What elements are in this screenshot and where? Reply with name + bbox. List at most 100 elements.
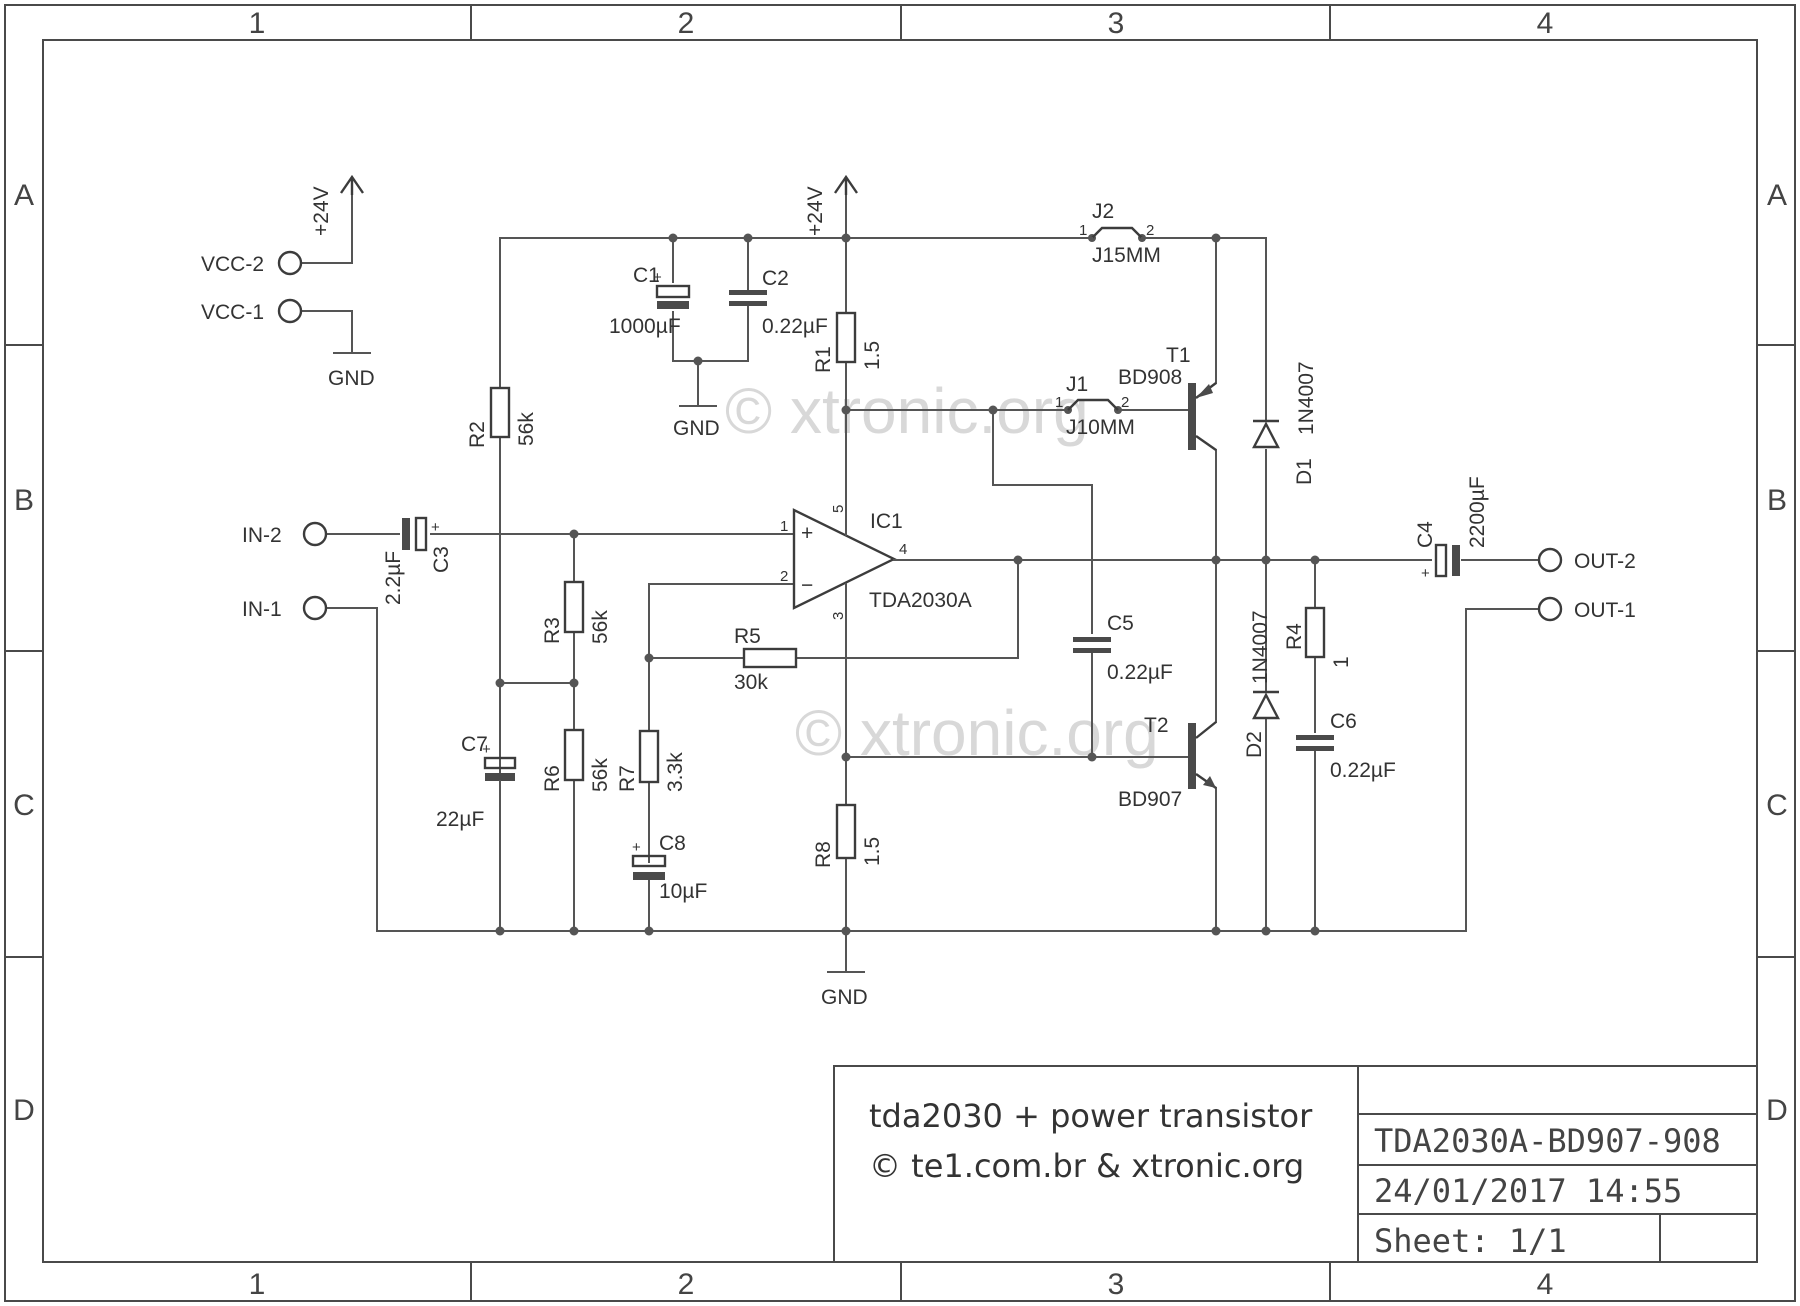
pin-number: 1 (1055, 394, 1063, 411)
component-value: 56k (589, 610, 612, 644)
connector-label: OUT-1 (1574, 599, 1636, 622)
polarity-mark: + (482, 741, 491, 758)
gnd-label: GND (673, 417, 720, 440)
component-value: 10µF (659, 880, 707, 903)
jumper-icon (1088, 226, 1146, 242)
component-ref: IC1 (870, 510, 903, 533)
resistor-body-icon (742, 647, 798, 669)
component-ref: C1 (633, 264, 660, 287)
component-value: 0.22µF (1107, 661, 1173, 684)
component-value: 0.22µF (762, 315, 828, 338)
pin-number: 2 (780, 568, 788, 585)
pin-number: 2 (1146, 222, 1154, 239)
capacitor-c4: + C4 2200µF (1414, 476, 1489, 582)
sheet-number: Sheet: 1/1 (1374, 1222, 1567, 1260)
diode-d1: D1 1N4007 (1252, 361, 1318, 485)
col-label-top: 2 (678, 7, 695, 40)
jumper-j2: 1 2 J2 J15MM (1079, 200, 1161, 267)
electrolytic-capacitor-icon (1434, 543, 1448, 578)
resistor-r3: R3 56k (541, 580, 612, 644)
component-ref: T2 (1144, 714, 1169, 737)
component-ref: D1 (1293, 458, 1316, 485)
pnp-transistor-icon (1188, 382, 1217, 451)
transistor-t1: T1 BD908 (1118, 344, 1217, 451)
row-label-right: A (1767, 179, 1787, 212)
wires (301, 192, 1539, 973)
component-ref: R6 (541, 765, 564, 792)
supply-24v-left: +24V (310, 174, 364, 236)
capacitor-icon (1073, 637, 1111, 653)
component-value: 1.5 (861, 837, 884, 866)
resistor-r5: R5 30k (734, 625, 798, 694)
row-label-left: C (13, 789, 35, 822)
resistor-r8: R8 1.5 (812, 803, 884, 868)
component-ref: J1 (1066, 373, 1088, 396)
border-row-labels: A B C D A B C D (13, 179, 1788, 1127)
col-label-bottom: 1 (249, 1268, 266, 1301)
capacitor-c1: + C1 1000µF (609, 264, 691, 338)
connector-out2[interactable]: OUT-2 (1537, 547, 1636, 573)
pin-number: 2 (1121, 394, 1129, 411)
pin-number: 4 (899, 541, 907, 558)
pin-number: 1 (780, 518, 788, 535)
row-label-left: A (14, 179, 34, 212)
connector-pad-icon (1537, 547, 1563, 573)
capacitor-c5: C5 0.22µF (1073, 612, 1173, 684)
connector-vcc1[interactable]: VCC-1 (201, 298, 303, 324)
resistor-body-icon (638, 729, 660, 784)
polarity-mark: + (1421, 565, 1430, 582)
vcc-arrow-icon (340, 174, 364, 195)
connector-in2[interactable]: IN-2 (242, 521, 328, 547)
component-value: BD908 (1118, 366, 1182, 389)
connector-label: VCC-1 (201, 301, 264, 324)
connector-pad-icon (277, 298, 303, 324)
pin-number: 5 (830, 505, 847, 513)
electrolytic-capacitor-icon (402, 518, 410, 550)
component-ref: C2 (762, 267, 789, 290)
col-label-top: 1 (249, 7, 266, 40)
component-ref: R2 (466, 421, 489, 448)
component-value: J15MM (1092, 244, 1161, 267)
row-label-left: B (14, 484, 34, 517)
col-label-bottom: 2 (678, 1268, 695, 1301)
diode-icon (1252, 419, 1280, 449)
resistor-r1: R1 1.5 (812, 311, 884, 373)
junction-dots (495, 233, 1320, 936)
connector-vcc2[interactable]: VCC-2 (201, 250, 303, 276)
electrolytic-capacitor-icon (483, 756, 517, 770)
component-value: 0.22µF (1330, 759, 1396, 782)
pin-number: 1 (1079, 222, 1087, 239)
capacitor-c2: C2 0.22µF (729, 267, 828, 338)
component-ref: R5 (734, 625, 761, 648)
component-value: 22µF (436, 808, 484, 831)
capacitor-c3: + C3 2.2µF (382, 516, 453, 605)
electrolytic-capacitor-icon (631, 854, 667, 868)
connector-out1[interactable]: OUT-1 (1537, 596, 1636, 622)
component-value: 56k (589, 758, 612, 792)
jumper-j1: 1 2 J1 J10MM (1055, 373, 1135, 439)
resistor-r6: R6 56k (541, 728, 612, 792)
component-ref: D2 (1243, 731, 1266, 758)
col-label-top: 4 (1537, 7, 1554, 40)
resistor-body-icon (1304, 606, 1326, 659)
polarity-mark: + (653, 269, 662, 286)
component-value: 2.2µF (382, 551, 405, 605)
component-ref: T1 (1166, 344, 1191, 367)
connector-in1[interactable]: IN-1 (242, 595, 328, 621)
polarity-mark: + (431, 519, 440, 536)
component-value: 3.3k (664, 752, 687, 792)
connector-label: VCC-2 (201, 253, 264, 276)
resistor-body-icon (563, 728, 585, 782)
npn-transistor-icon (1188, 721, 1217, 789)
amplifier-ic1: 1 2 3 4 5 + − IC1 TDA2030A (780, 505, 972, 620)
schematic-date: 24/01/2017 14:55 (1374, 1172, 1682, 1210)
gnd-label: GND (328, 367, 375, 390)
jumper-icon (1064, 398, 1122, 414)
component-ref: C7 (461, 733, 488, 756)
capacitor-c6: C6 0.22µF (1296, 710, 1396, 782)
opamp-minus: − (801, 574, 813, 597)
op-amp-icon (792, 508, 897, 610)
component-value: 1 (1330, 656, 1353, 668)
col-label-top: 3 (1108, 7, 1125, 40)
diode-icon (1252, 690, 1280, 720)
